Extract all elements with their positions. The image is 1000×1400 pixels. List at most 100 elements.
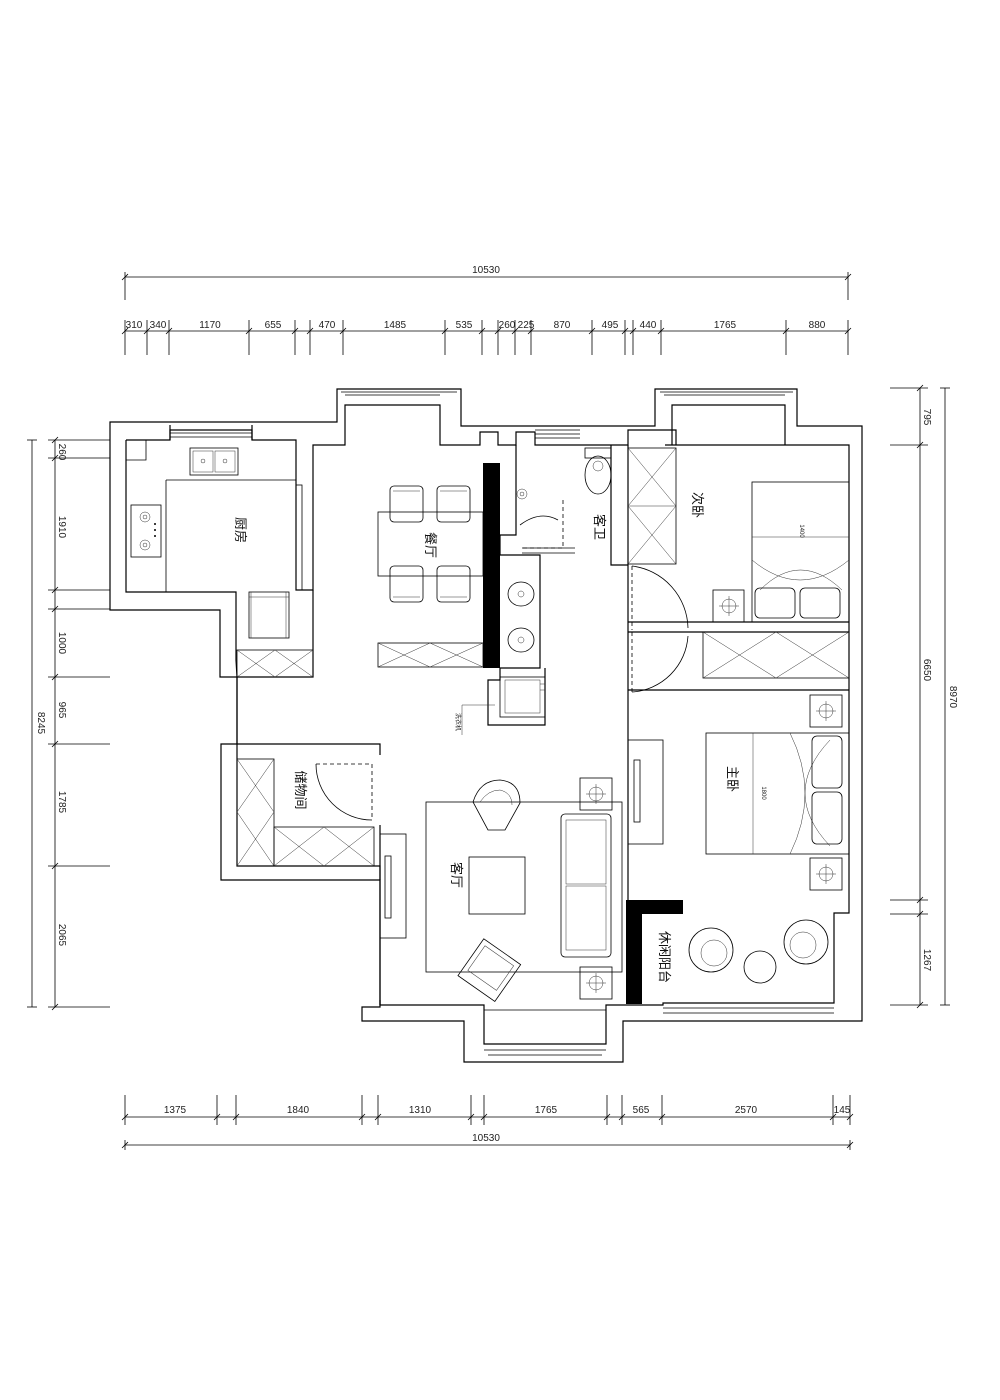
dimension-slash xyxy=(916,384,924,392)
bottom-dimensions: 1375 1840 1310 1765 565 2570 145 10530 xyxy=(121,1095,854,1150)
bottom-total-dimension: 10530 xyxy=(472,1133,500,1144)
left-dimensions: 8245 260 1910 1000 965 1785 2065 xyxy=(27,436,110,1011)
tv-cabinet-master xyxy=(627,739,664,845)
dimension-slash xyxy=(51,586,59,594)
lounge-chair xyxy=(688,927,734,973)
dimension-slash xyxy=(494,327,502,335)
left-dim-3: 1000 xyxy=(56,632,67,655)
dimension-slash xyxy=(121,1113,129,1121)
right-dimensions: 795 6650 1267 8970 xyxy=(890,384,958,1009)
washing-machine xyxy=(499,676,546,718)
dimension-slash xyxy=(339,327,347,335)
sofa xyxy=(560,813,612,958)
floor-lamp xyxy=(579,966,613,1000)
top-dim-10: 870 xyxy=(554,320,571,331)
wardrobe-master xyxy=(702,631,850,679)
dimension-slash xyxy=(51,740,59,748)
second-bedroom: 次卧 1400 xyxy=(627,447,850,630)
pillow xyxy=(811,735,843,789)
dining-chair xyxy=(389,485,424,523)
living-room: 客厅 xyxy=(379,777,623,1003)
storage-shelf xyxy=(273,826,375,867)
dimension-slash xyxy=(51,436,59,444)
coffee-table xyxy=(468,856,526,915)
dimension-slash xyxy=(621,327,629,335)
dimension-slash xyxy=(629,327,637,335)
top-dim-14: 880 xyxy=(809,320,826,331)
toilet xyxy=(584,455,612,495)
double-bed-1400 xyxy=(751,481,850,623)
dining-room: 餐厅 xyxy=(377,485,484,668)
master-bedroom: 1800 主卧 xyxy=(627,631,850,891)
top-dim-3: 1170 xyxy=(199,320,221,331)
dimension-slash xyxy=(511,327,519,335)
pillow xyxy=(811,791,843,845)
dimension-slash xyxy=(603,1113,611,1121)
dimension-slash xyxy=(916,1001,924,1009)
dimension-slash xyxy=(527,327,535,335)
dimension-slash xyxy=(121,327,129,335)
floor-drain xyxy=(516,488,528,500)
dimension-slash xyxy=(916,910,924,918)
interior-walls xyxy=(483,445,849,1004)
floor-lamp xyxy=(579,777,613,811)
top-dim-2: 340 xyxy=(150,320,167,331)
dimension-slash xyxy=(51,673,59,681)
bottom-dim-5: 565 xyxy=(633,1105,650,1116)
dining-chair xyxy=(389,565,424,603)
leisure-balcony: 休闲阳台 xyxy=(657,919,829,984)
dimension-slash xyxy=(245,327,253,335)
room-label-dining: 餐厅 xyxy=(423,532,438,558)
room-label-leisure-balcony: 休闲阳台 xyxy=(657,931,672,983)
dimension-slash xyxy=(143,327,151,335)
nightstand-lamp xyxy=(809,857,843,891)
dimension-slash xyxy=(51,862,59,870)
dimension-slash xyxy=(916,896,924,904)
dimension-slash xyxy=(844,327,852,335)
refrigerator xyxy=(248,591,290,639)
dimension-slash xyxy=(213,1113,221,1121)
washer-label: 洗衣机 xyxy=(454,713,462,731)
left-dim-1: 260 xyxy=(56,444,67,461)
top-dim-1: 310 xyxy=(126,320,143,331)
pillow xyxy=(799,587,841,619)
top-dim-9: 225 xyxy=(518,320,535,331)
dimension-slash xyxy=(829,1113,837,1121)
armchair xyxy=(457,938,522,1003)
bottom-dim-3: 1310 xyxy=(409,1105,432,1116)
left-dim-6: 2065 xyxy=(56,924,67,947)
storage-shelf xyxy=(236,758,275,867)
room-label-storage: 储物间 xyxy=(293,770,308,809)
top-dim-8: 260 xyxy=(499,320,516,331)
right-dim-1: 795 xyxy=(921,409,932,426)
guest-bathroom: 客卫 洗衣机 xyxy=(454,447,612,735)
left-dim-4: 965 xyxy=(56,702,67,719)
dimension-slash xyxy=(51,605,59,613)
bottom-dim-4: 1765 xyxy=(535,1105,558,1116)
dimension-slash xyxy=(358,1113,366,1121)
bottom-dim-1: 1375 xyxy=(164,1105,187,1116)
top-dimensions: 10530 310 340 1170 655 470 1485 535 260 … xyxy=(121,265,852,355)
room-label-guest-bath: 客卫 xyxy=(592,514,607,540)
dining-sideboard xyxy=(377,642,484,668)
dimension-slash xyxy=(165,327,173,335)
exterior-walls xyxy=(109,388,863,1063)
dimension-slash xyxy=(618,1113,626,1121)
dimension-slash xyxy=(916,441,924,449)
dimension-slash xyxy=(374,1113,382,1121)
dimension-slash xyxy=(782,327,790,335)
dimension-slash xyxy=(467,1113,475,1121)
top-dim-13: 1765 xyxy=(714,320,737,331)
kitchen: 厨房 xyxy=(126,440,314,678)
right-dim-3: 1267 xyxy=(921,949,932,972)
top-dim-6: 1485 xyxy=(384,320,407,331)
room-label-master-bedroom: 主卧 xyxy=(725,766,740,792)
side-table xyxy=(743,950,777,984)
dimension-slash xyxy=(441,327,449,335)
top-dim-12: 440 xyxy=(640,320,657,331)
top-dim-11: 495 xyxy=(602,320,619,331)
gas-stove xyxy=(130,504,162,558)
bottom-dim-2: 1840 xyxy=(287,1105,310,1116)
kitchen-sink xyxy=(189,447,239,476)
